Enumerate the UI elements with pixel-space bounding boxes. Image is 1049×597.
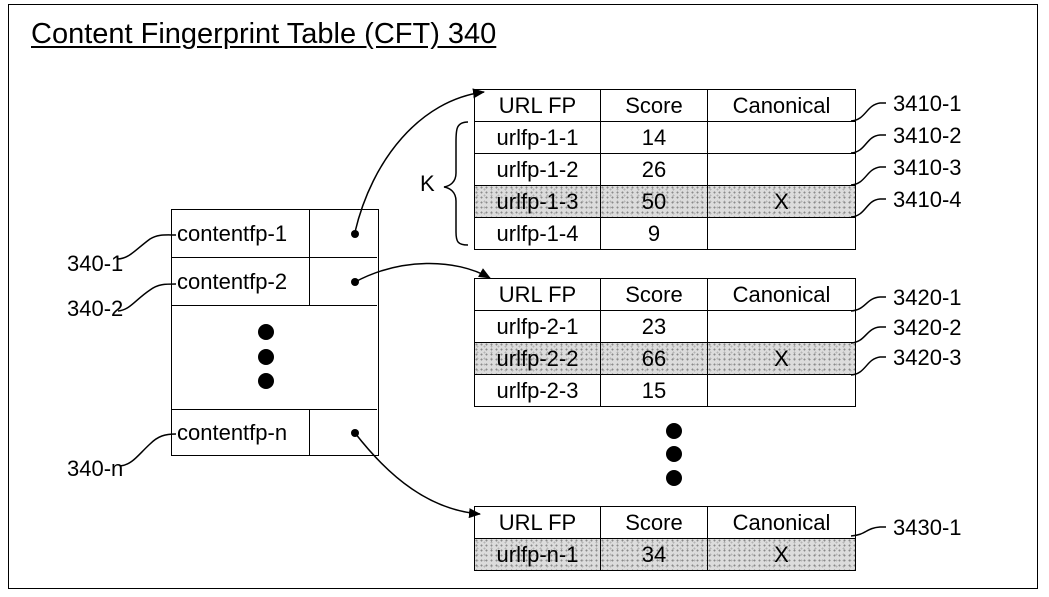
ref-label: 3410-1 [893,91,962,116]
table-row: urlfp-1-2 26 [474,153,856,186]
ref-label: 340-2 [67,296,124,321]
k-brace [443,121,469,246]
score-cell: 15 [600,374,708,407]
url-table-2: URL FP Score Canonical urlfp-2-1 23 urlf… [474,278,856,407]
score-cell: 34 [600,538,708,571]
leader-3410-1 [850,102,886,122]
ellipsis-dot [258,324,274,340]
leader-3410-4 [850,198,886,218]
leader-3420-3 [850,356,886,376]
leader-3410-3 [850,166,886,186]
url-fp-cell: urlfp-2-3 [474,374,601,407]
cft-row-1: contentfp-1 [172,210,377,258]
ellipsis-dot [666,470,682,486]
url-fp-cell: urlfp-1-3 [474,185,601,218]
ref-label: 3410-4 [893,187,962,212]
diagram-title: Content Fingerprint Table (CFT) 340 [31,18,497,50]
ref-label: 3420-3 [893,345,962,370]
table-header-row: URL FP Score Canonical [474,89,856,122]
pointer-arrow-n [354,432,481,519]
url-fp-cell: urlfp-1-2 [474,153,601,186]
pointer-arrow-2 [354,262,491,283]
header-url-fp: URL FP [474,89,601,122]
table-row-canonical: urlfp-n-1 34 X [474,538,856,571]
leader-3420-2 [850,326,886,344]
table-row: urlfp-1-1 14 [474,121,856,154]
ref-label: 3410-2 [893,123,962,148]
table-row-canonical: urlfp-1-3 50 X [474,185,856,218]
leader-3410-2 [850,134,886,154]
url-table-n: URL FP Score Canonical urlfp-n-1 34 X [474,506,856,571]
ref-label: 3410-3 [893,155,962,180]
ref-label: 340-n [67,456,124,481]
cft-row-label: contentfp-n [172,410,310,455]
ref-label: 3420-1 [893,285,962,310]
leader-340-n [119,433,177,467]
leader-3430-1 [850,526,886,537]
canonical-cell: X [707,185,856,218]
ref-label: 340-1 [67,251,124,276]
url-fp-cell: urlfp-2-2 [474,342,601,375]
ellipsis-dot [666,423,682,439]
table-row: urlfp-2-3 15 [474,374,856,407]
cft-row-label: contentfp-2 [172,258,310,305]
table-row-canonical: urlfp-2-2 66 X [474,342,856,375]
group-label-k: K [420,171,435,196]
pointer-arrow-1 [354,88,485,233]
ref-label: 3420-2 [893,315,962,340]
score-cell: 50 [600,185,708,218]
table-row: urlfp-1-4 9 [474,217,856,250]
header-url-fp: URL FP [474,278,601,311]
header-canonical: Canonical [707,89,856,122]
diagram-frame [8,4,1038,589]
ellipsis-dot [258,349,274,365]
table-header-row: URL FP Score Canonical [474,506,856,539]
leader-340-2 [117,283,177,312]
canonical-cell: X [707,342,856,375]
score-cell: 23 [600,310,708,343]
score-cell: 26 [600,153,708,186]
leader-340-1 [117,234,177,260]
url-fp-cell: urlfp-2-1 [474,310,601,343]
leader-3420-1 [850,296,886,312]
canonical-cell [707,217,856,250]
cft-row-label: contentfp-1 [172,210,310,257]
url-fp-cell: urlfp-n-1 [474,538,601,571]
table-row: urlfp-2-1 23 [474,310,856,343]
pointer-dot [351,230,359,238]
url-table-1: URL FP Score Canonical urlfp-1-1 14 urlf… [474,89,856,250]
header-score: Score [600,89,708,122]
url-fp-cell: urlfp-1-4 [474,217,601,250]
header-canonical: Canonical [707,506,856,539]
ref-label: 3430-1 [893,515,962,540]
canonical-cell [707,153,856,186]
ellipsis-dot [258,373,274,389]
url-fp-cell: urlfp-1-1 [474,121,601,154]
score-cell: 9 [600,217,708,250]
canonical-cell [707,374,856,407]
cft-row-n: contentfp-n [172,409,377,455]
score-cell: 66 [600,342,708,375]
ellipsis-dot [666,446,682,462]
header-score: Score [600,506,708,539]
header-url-fp: URL FP [474,506,601,539]
canonical-cell: X [707,538,856,571]
